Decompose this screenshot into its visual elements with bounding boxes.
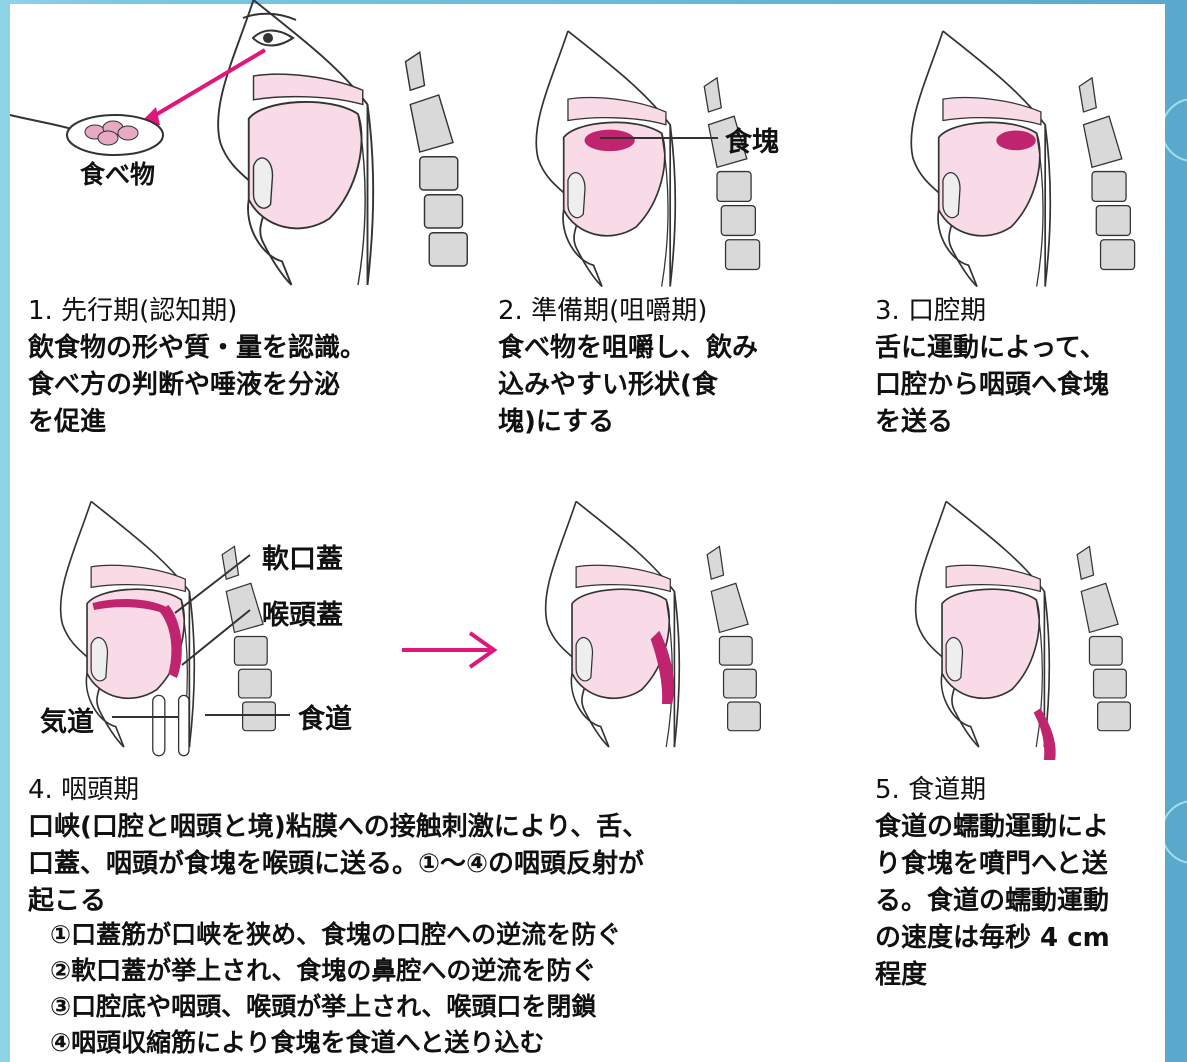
eye-icon (242, 12, 297, 47)
stage5-title: 5. 食道期 (875, 775, 987, 805)
stage4-line: 口峡(口腔と咽頭と境)粘膜への接触刺激により、舌、 (28, 812, 649, 842)
stage5-line: の速度は毎秒 4 cm (875, 923, 1110, 953)
stage3-line: 口腔から咽頭へ食塊 (875, 370, 1110, 400)
stage5-text: 5. 食道期 食道の蠕動運動によ り食塊を噴門へと送 る。食道の蠕動運動 の速度… (875, 772, 1110, 994)
stage3-line: を送る (875, 407, 954, 437)
trachea-label: 気道 (40, 707, 94, 738)
stage5-line: 食道の蠕動運動によ (875, 812, 1110, 842)
stage1-text: 1. 先行期(認知期) 飲食物の形や質・量を認識。 食べ方の判断や唾液を分泌 を… (28, 293, 366, 441)
stage4a-illustration (59, 500, 277, 757)
stage4-text: 4. 咽頭期 口峡(口腔と咽頭と境)粘膜への接触刺激により、舌、 口蓋、咽頭が食… (28, 772, 648, 920)
trachea-leader-line (112, 716, 178, 718)
stage4b-illustration (544, 500, 762, 748)
stage1-line: 食べ方の判断や唾液を分泌 (28, 370, 341, 400)
stage2-text: 2. 準備期(咀嚼期) 食べ物を咀嚼し、飲み 込みやすい形状(食 塊)にする (498, 293, 758, 441)
stage5-line: る。食道の蠕動運動 (875, 886, 1110, 916)
transition-arrow (402, 631, 498, 669)
bolus-leader-line (600, 137, 718, 139)
stage2-title: 2. 準備期(咀嚼期) (498, 296, 708, 326)
stage3-title: 3. 口腔期 (875, 296, 987, 326)
soft-palate-label: 軟口蓋 (262, 544, 343, 575)
stage5-illustration (914, 500, 1132, 760)
stage2-line: 塊)にする (498, 407, 615, 437)
stage4a-leader-lines (174, 554, 290, 716)
reflex-item: ④咽頭収縮筋により食塊を食道へと送り込む (50, 1028, 545, 1057)
stage4-line: 口蓋、咽頭が食塊を喉頭に送る。①〜④の咽頭反射が (28, 849, 645, 879)
stage1-title: 1. 先行期(認知期) (28, 296, 238, 326)
food-label: 食べ物 (80, 160, 156, 189)
stage5-line: り食塊を噴門へと送 (875, 849, 1108, 879)
epiglottis-label: 喉頭蓋 (262, 600, 343, 631)
reflex-item: ③口腔底や咽頭、喉頭が挙上され、喉頭口を閉鎖 (50, 992, 597, 1021)
spoon-icon (9, 114, 164, 156)
reflex-item: ①口蓋筋が口峡を狭め、食塊の口腔への逆流を防ぐ (50, 920, 622, 949)
reflex-item: ②軟口蓋が挙上され、食塊の鼻腔への逆流を防ぐ (50, 956, 597, 985)
pharyngeal-reflex-list: ①口蓋筋が口峡を狭め、食塊の口腔への逆流を防ぐ ②軟口蓋が挙上され、食塊の鼻腔へ… (50, 917, 621, 1061)
stage1-line: 飲食物の形や質・量を認識。 (28, 333, 367, 363)
stage1-line: を促進 (28, 407, 107, 437)
esophagus-label: 食道 (298, 704, 352, 735)
stage3-text: 3. 口腔期 舌に運動によって、 口腔から咽頭へ食塊 を送る (875, 293, 1109, 441)
stage3-illustration (910, 30, 1136, 288)
bolus-label: 食塊 (725, 127, 779, 158)
stage3-line: 舌に運動によって、 (875, 333, 1106, 363)
stage2-illustration (535, 30, 761, 288)
stage2-line: 食べ物を咀嚼し、飲み (498, 333, 759, 363)
stage2-line: 込みやすい形状(食 (498, 370, 718, 400)
stage4-line: 起こる (28, 886, 107, 916)
stage4-title: 4. 咽頭期 (28, 775, 140, 805)
stage5-line: 程度 (875, 960, 928, 990)
